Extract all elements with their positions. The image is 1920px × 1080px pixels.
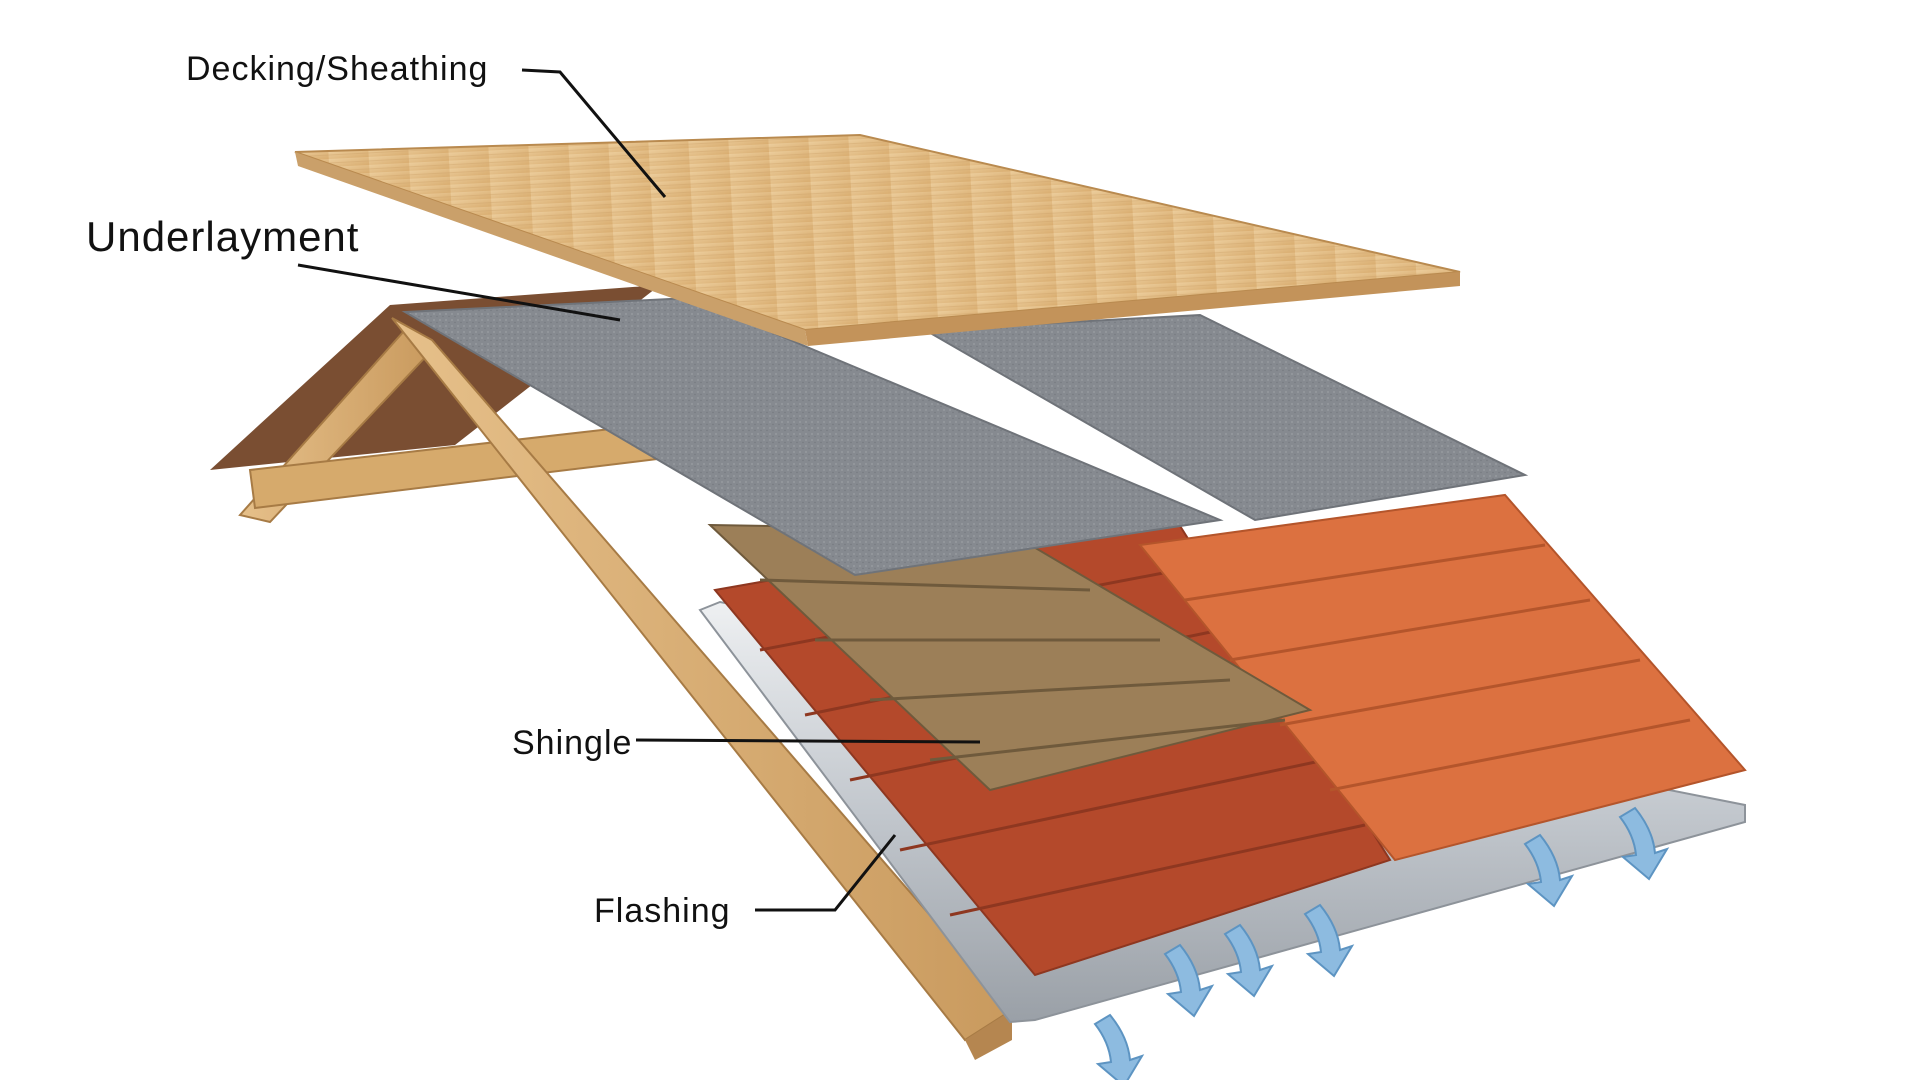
label-flashing: Flashing [594,892,731,930]
airflow-arrows [1093,806,1670,1080]
asphalt-shingles [707,523,1313,792]
leader-underlayment [297,263,621,322]
underlayment-sheets [401,296,1529,577]
airflow-arrow-icon [1163,943,1215,1018]
leader-lines [297,68,981,912]
label-shingle: Shingle [512,724,633,762]
decking-board [294,133,1461,346]
leader-decking [521,68,667,198]
rafter-side [965,1010,1012,1060]
airflow-arrow-icon [1303,903,1355,978]
airflow-arrow-icon [1093,1013,1145,1080]
leader-shingle [635,738,981,744]
label-decking-sheathing: Decking/Sheathing [186,50,489,88]
airflow-arrow-icon [1618,806,1670,881]
leader-flashing [755,834,897,912]
label-underlayment: Underlayment [86,213,360,260]
airflow-arrow-icon [1223,923,1275,998]
airflow-arrow-icon [1523,833,1575,908]
clay-tiles-right [1138,493,1747,862]
